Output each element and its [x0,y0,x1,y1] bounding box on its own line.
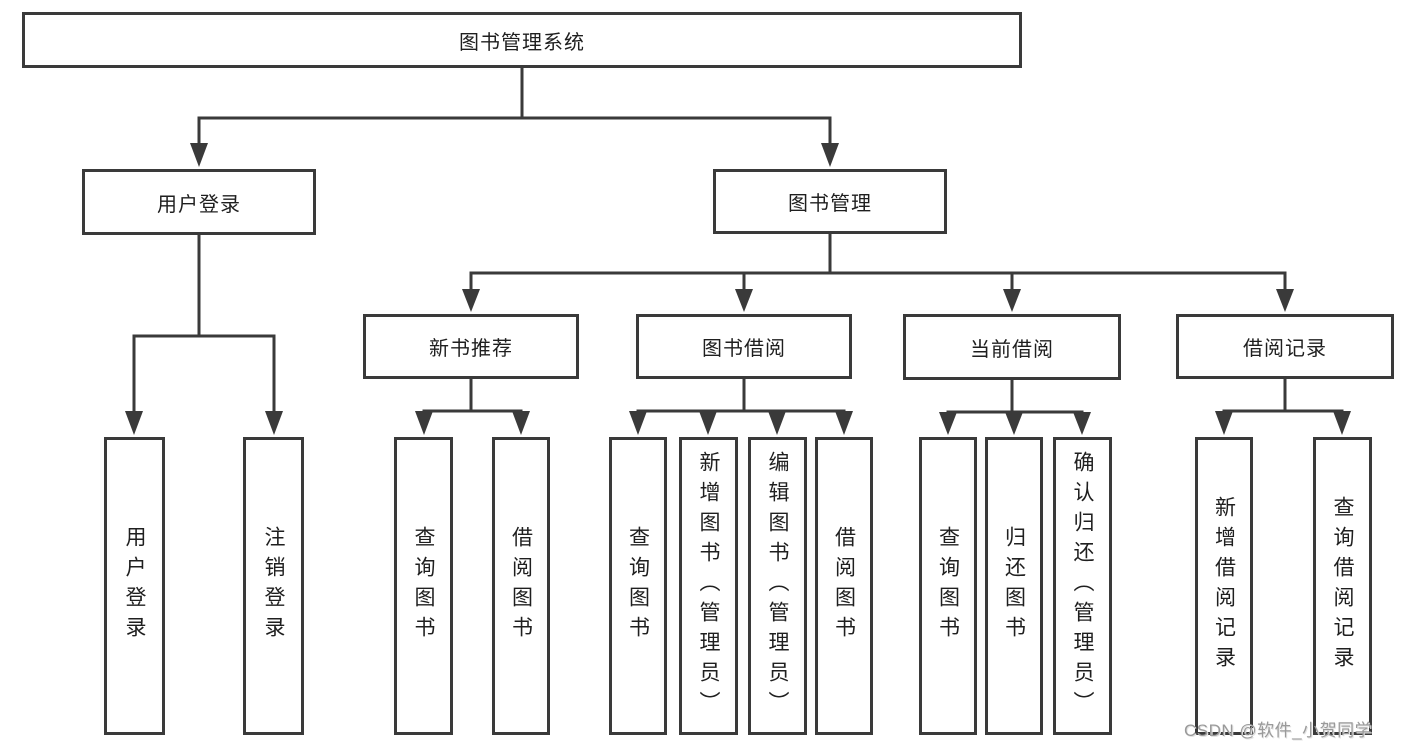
connector-records-bar [1222,409,1344,413]
node-label: 借阅记录 [1243,338,1327,360]
node-new-book-recommend: 新书推荐 [363,314,579,379]
arrowhead [821,143,839,167]
node-book-management: 图书管理 [713,169,947,234]
connector-userlogin-bar [132,334,276,413]
arrowhead [190,143,208,167]
node-label: 当前借阅 [970,338,1054,361]
node-label: 注销登录 [262,526,285,646]
arrowhead [1333,411,1351,435]
csdn-watermark: CSDN @软件_小贺同学 [1184,721,1373,740]
node-label: 新增图书（管理员） [697,451,720,721]
leaf-current-return-book: 归还图书 [985,437,1043,735]
arrowhead [1005,412,1023,435]
leaf-user-login: 用户登录 [104,437,165,735]
arrowhead [939,412,957,435]
node-label: 新增借阅记录 [1212,496,1236,676]
arrowhead [415,411,433,435]
node-label: 查询图书 [412,526,435,646]
leaf-borrow-edit-book-admin: 编辑图书（管理员） [748,437,807,735]
node-current-borrow: 当前借阅 [903,314,1121,380]
node-label: 查询借阅记录 [1331,496,1354,676]
leaf-current-confirm-return-admin: 确认归还（管理员） [1053,437,1112,735]
leaf-logout: 注销登录 [243,437,304,735]
node-label: 确认归还（管理员） [1071,451,1094,721]
node-label: 用户登录 [157,193,241,216]
leaf-records-query-record: 查询借阅记录 [1313,437,1372,735]
arrowhead [1003,289,1021,312]
arrowhead [512,411,530,435]
arrowhead [462,289,480,312]
leaf-borrow-query-book: 查询图书 [609,437,667,735]
leaf-current-query-book: 查询图书 [919,437,977,735]
arrowhead [835,411,853,435]
node-label: 图书借阅 [702,338,786,360]
arrowhead [1215,411,1233,435]
arrowhead [125,411,143,435]
node-label: 用户登录 [123,526,146,646]
leaf-recommend-borrow-book: 借阅图书 [492,437,550,735]
connector-root-bar [197,116,832,146]
arrowhead [629,411,647,435]
arrowhead [699,411,717,435]
node-label: 借阅图书 [509,526,533,646]
arrowhead [768,411,786,435]
node-label: 图书管理 [788,193,872,215]
node-book-borrow: 图书借阅 [636,314,852,379]
node-label: 借阅图书 [832,526,856,646]
node-label: 图书管理系统 [459,31,585,54]
arrowhead [735,289,753,312]
connector-newbook-bar [422,409,523,413]
node-label: 编辑图书（管理员） [766,451,789,721]
connector-bookmgmt-bar [469,271,1287,291]
node-library-management-system: 图书管理系统 [22,12,1022,68]
leaf-borrow-add-book-admin: 新增图书（管理员） [679,437,738,735]
arrowhead [1073,412,1091,435]
node-user-login: 用户登录 [82,169,316,235]
connector-borrow-bar [636,409,846,413]
node-label: 新书推荐 [429,338,513,360]
node-label: 查询图书 [626,526,650,646]
arrowhead [265,411,283,435]
node-label: 归还图书 [1002,526,1026,646]
arrowhead [1276,289,1294,312]
leaf-records-add-record: 新增借阅记录 [1195,437,1253,735]
leaf-borrow-borrow-book: 借阅图书 [815,437,873,735]
node-borrow-records: 借阅记录 [1176,314,1394,379]
leaf-recommend-query-book: 查询图书 [394,437,453,735]
node-label: 查询图书 [936,526,960,646]
